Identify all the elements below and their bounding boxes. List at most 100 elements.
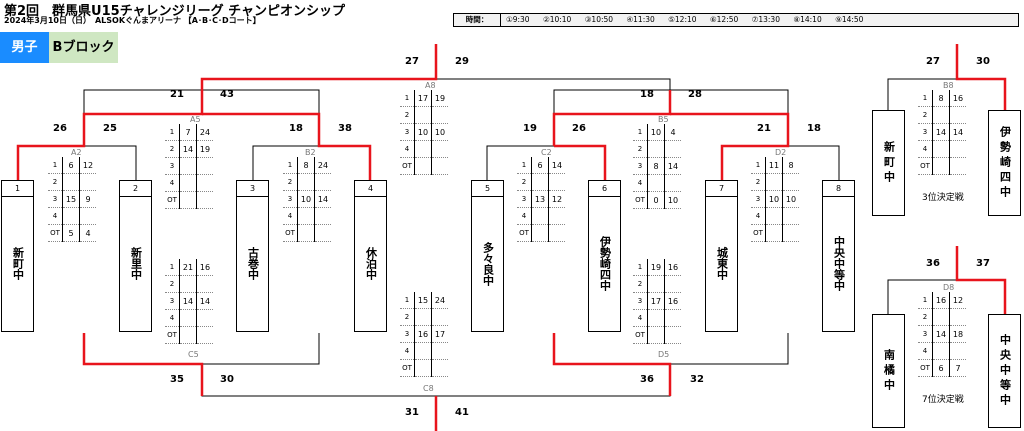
period-label: OT xyxy=(165,326,180,344)
period-score-right: 24 xyxy=(196,124,213,141)
side-team-box[interactable]: 中央中等中 xyxy=(988,314,1021,428)
period-row: OT xyxy=(400,359,448,377)
schedule-bar: 時間： ①9:30 ②10:10 ③10:50 ④11:30 ⑤12:10 ⑥1… xyxy=(453,13,1019,27)
time-slot: ④11:30 xyxy=(626,15,655,24)
period-score-right xyxy=(314,224,331,242)
period-score-left: 17 xyxy=(647,292,665,310)
period-label: 2 xyxy=(633,275,648,293)
period-score-right: 9 xyxy=(79,190,96,208)
period-row: 2 xyxy=(633,140,681,158)
team-number: 6 xyxy=(589,181,620,197)
period-label: 2 xyxy=(165,275,180,293)
period-score-right: 19 xyxy=(431,90,448,107)
period-score-right xyxy=(949,106,966,124)
period-row: 4 xyxy=(918,140,966,158)
period-score-right: 14 xyxy=(314,190,331,208)
period-score-left xyxy=(765,173,783,191)
period-score-right: 16 xyxy=(949,90,966,107)
period-score-right: 24 xyxy=(431,292,448,309)
period-score-left: 8 xyxy=(297,157,315,174)
period-row: 4 xyxy=(751,207,799,225)
score: 38 xyxy=(338,123,352,134)
team-box[interactable]: 5 多々良中 xyxy=(471,180,504,332)
team-box[interactable]: 1 新町中 xyxy=(1,180,34,332)
side-team-box[interactable]: 伊勢崎四中 xyxy=(988,110,1021,216)
team-name: 多々良中 xyxy=(481,241,495,286)
period-score-left xyxy=(297,224,315,242)
period-score-left xyxy=(414,342,432,360)
period-score-left: 6 xyxy=(932,359,950,377)
period-score-right xyxy=(782,207,799,225)
score: 41 xyxy=(455,407,469,418)
tab-block[interactable]: Bブロック xyxy=(49,32,118,63)
period-score-right: 10 xyxy=(664,191,681,209)
period-label: 1 xyxy=(918,292,933,309)
team-box[interactable]: 2 新里中 xyxy=(119,180,152,332)
team-name: 新町中 xyxy=(882,140,896,186)
period-label: OT xyxy=(400,157,415,175)
period-score-right xyxy=(196,326,213,344)
period-label: 1 xyxy=(400,90,415,107)
period-label: 4 xyxy=(517,207,532,225)
team-box[interactable]: 8 中央中等中 xyxy=(822,180,855,332)
period-row: OT xyxy=(400,157,448,175)
period-label: 1 xyxy=(633,259,648,276)
period-score-left xyxy=(647,174,665,192)
team-box[interactable]: 4 休泊中 xyxy=(354,180,387,332)
period-label: 2 xyxy=(633,140,648,158)
period-label: 4 xyxy=(400,140,415,158)
period-score-left: 14 xyxy=(179,292,197,310)
time-slot: ⑤12:10 xyxy=(668,15,697,24)
period-score-right: 12 xyxy=(949,292,966,309)
side-team-box[interactable]: 南橘中 xyxy=(872,314,905,428)
period-score-right: 4 xyxy=(664,124,681,141)
period-label: 2 xyxy=(918,106,933,124)
period-score-left: 8 xyxy=(647,157,665,175)
period-score-right xyxy=(782,224,799,242)
team-box[interactable]: 3 古巻中 xyxy=(236,180,269,332)
period-score-left xyxy=(297,173,315,191)
period-label: OT xyxy=(751,224,766,242)
team-name: 新里中 xyxy=(129,247,143,280)
tab-gender[interactable]: 男子 xyxy=(0,32,49,63)
side-team-box[interactable]: 新町中 xyxy=(872,110,905,216)
team-box[interactable]: 6 伊勢崎四中 xyxy=(588,180,621,332)
team-number: 1 xyxy=(2,181,33,197)
period-label: 3 xyxy=(633,292,648,310)
period-score-left: 5 xyxy=(62,224,80,242)
period-score-right: 14 xyxy=(548,157,565,174)
period-score-left xyxy=(647,309,665,327)
score: 26 xyxy=(53,123,67,134)
period-score-right xyxy=(548,207,565,225)
period-score-right: 10 xyxy=(431,123,448,141)
period-score-left: 10 xyxy=(297,190,315,208)
period-score-right xyxy=(196,309,213,327)
period-score-left xyxy=(647,140,665,158)
period-label: 3 xyxy=(517,190,532,208)
score: 35 xyxy=(170,374,184,385)
period-score-right: 8 xyxy=(782,157,799,174)
score: 26 xyxy=(572,123,586,134)
period-row: 2 xyxy=(400,308,448,326)
period-score-left xyxy=(62,207,80,225)
period-score-left: 6 xyxy=(62,157,80,174)
period-label: 4 xyxy=(633,309,648,327)
period-label: OT xyxy=(918,157,933,175)
period-label: 2 xyxy=(400,308,415,326)
schedule-times: ①9:30 ②10:10 ③10:50 ④11:30 ⑤12:10 ⑥12:50… xyxy=(506,14,874,26)
period-row: 2 xyxy=(517,173,565,191)
period-score-left xyxy=(179,275,197,293)
team-box[interactable]: 7 城東中 xyxy=(705,180,738,332)
team-name: 伊勢崎四中 xyxy=(998,125,1012,201)
